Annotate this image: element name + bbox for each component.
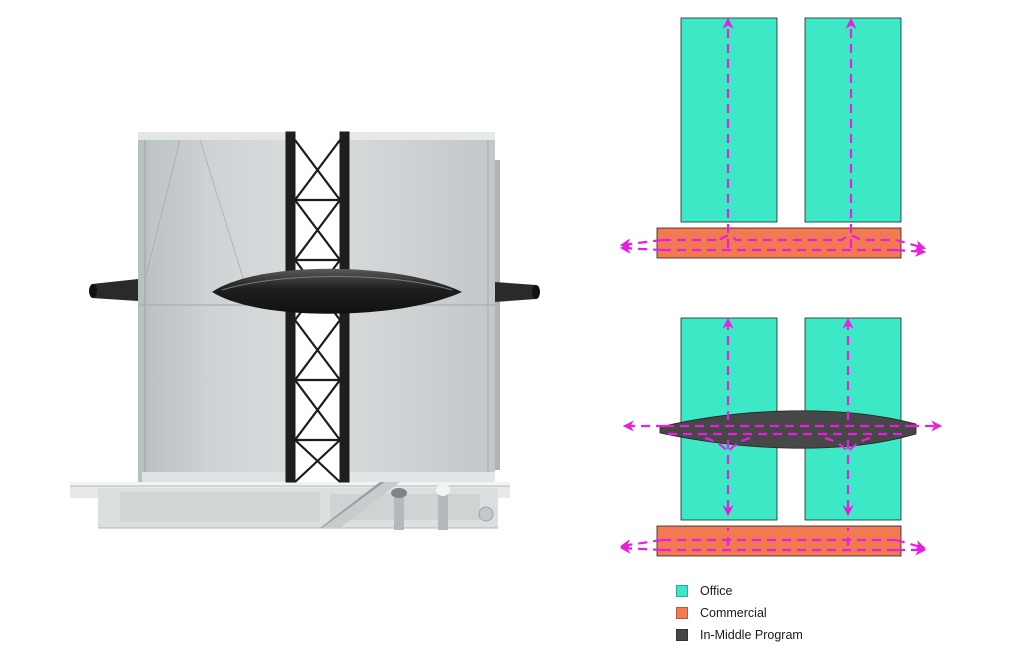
diagram-top — [619, 17, 927, 259]
commercial-swatch — [676, 607, 688, 619]
building-base — [70, 478, 510, 530]
legend-label-office: Office — [700, 584, 733, 598]
building-rendering — [70, 131, 540, 530]
legend: Office Commercial In-Middle Program — [676, 580, 803, 646]
legend-item-office: Office — [676, 580, 803, 602]
circulation-paths — [619, 317, 943, 556]
in-middle-program-block — [659, 410, 917, 449]
commercial-block — [656, 227, 902, 259]
legend-label-in-middle-program: In-Middle Program — [700, 628, 803, 642]
diagram-bottom — [619, 317, 943, 557]
office-swatch — [676, 585, 688, 597]
circulation-paths — [619, 17, 927, 257]
side-tubes — [89, 279, 540, 302]
in-middle-program-swatch — [676, 629, 688, 641]
legend-item-commercial: Commercial — [676, 602, 803, 624]
legend-label-commercial: Commercial — [700, 606, 767, 620]
legend-item-in-middle-program: In-Middle Program — [676, 624, 803, 646]
office-block-right — [804, 17, 902, 223]
central-pod — [212, 268, 462, 314]
